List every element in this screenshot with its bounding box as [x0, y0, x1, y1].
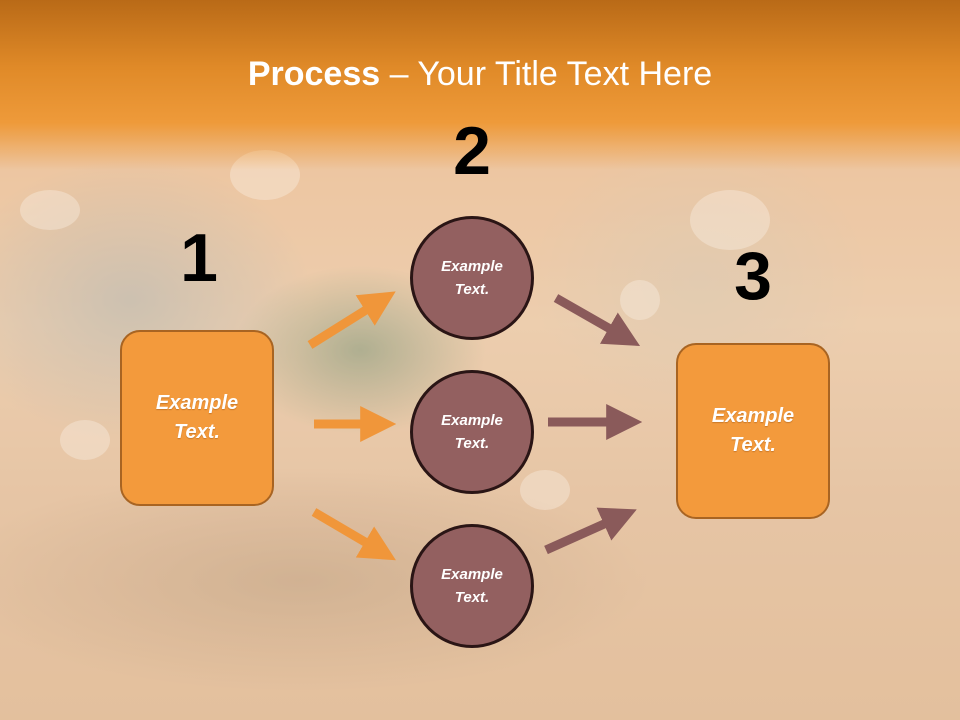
step-1-box: Example Text.	[120, 330, 274, 506]
circle-top: Example Text.	[410, 216, 534, 340]
step-number-3: 3	[734, 238, 772, 314]
circle-bottom: Example Text.	[410, 524, 534, 648]
step-3-text: Example Text.	[711, 405, 795, 456]
arrow-left-up	[307, 291, 396, 349]
circle-top-text: Example Text.	[441, 258, 503, 298]
circle-middle: Example Text.	[410, 370, 534, 494]
circle-middle-text: Example Text.	[441, 412, 503, 452]
arrow-right-up	[544, 507, 637, 555]
step-number-1: 1	[180, 220, 218, 296]
slide-title: Process – Your Title Text Here	[0, 52, 960, 96]
step-1-text: Example Text.	[155, 392, 239, 443]
arrow-left-down	[311, 508, 396, 561]
step-number-2: 2	[453, 113, 491, 189]
title-rest: – Your Title Text Here	[380, 55, 713, 93]
title-bold: Process	[247, 55, 381, 93]
circle-bottom-text: Example Text.	[441, 566, 503, 606]
step-3-box: Example Text.	[676, 343, 830, 519]
title-band	[0, 0, 960, 170]
arrow-right-down	[553, 294, 641, 347]
